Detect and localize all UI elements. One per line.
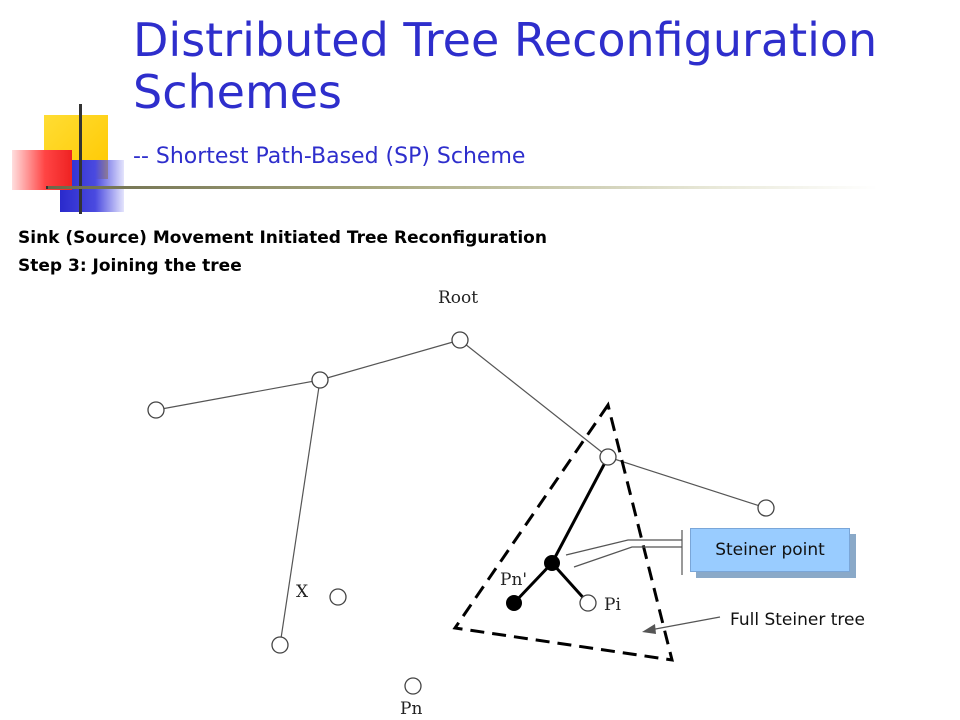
node-right — [599, 448, 617, 466]
node-x — [271, 636, 289, 654]
section-heading: Sink (Source) Movement Initiated Tree Re… — [18, 228, 547, 248]
deco-red-square — [12, 150, 72, 190]
full-steiner-arrow-head — [642, 624, 656, 634]
full-steiner-tree-label: Full Steiner tree — [730, 610, 865, 630]
page-subtitle: -- Shortest Path-Based (SP) Scheme — [133, 144, 526, 169]
title-underline — [48, 186, 878, 189]
edge-root-right — [459, 339, 609, 458]
node-root — [451, 331, 469, 349]
steiner-callout-connector — [565, 530, 683, 575]
tree-edges — [155, 339, 767, 646]
label-pn: Pn — [400, 699, 422, 719]
node-pn-prime — [506, 595, 522, 611]
label-x: X — [296, 582, 309, 602]
node-isolated — [329, 588, 347, 606]
step-heading: Step 3: Joining the tree — [18, 256, 242, 276]
edge-right-leaf — [607, 456, 767, 509]
label-root: Root — [438, 288, 478, 308]
steiner-point-label: Steiner point — [715, 540, 825, 560]
connector-line-lower — [573, 546, 682, 568]
steiner-edges — [512, 456, 610, 605]
connector-line-upper — [565, 539, 682, 556]
label-pn-prime: Pn' — [500, 570, 527, 590]
edge-steiner-pn — [512, 561, 554, 605]
full-steiner-tree-region — [452, 401, 675, 662]
node-steiner-point — [544, 555, 560, 571]
node-right-leaf — [757, 499, 775, 517]
deco-vertical-line — [79, 104, 82, 214]
node-pn — [404, 677, 422, 695]
node-pi — [579, 594, 597, 612]
label-pi: Pi — [604, 595, 621, 615]
edge-left-leaf — [155, 379, 321, 411]
steiner-point-callout: Steiner point — [690, 528, 850, 572]
edge-steiner-up — [550, 456, 610, 564]
tree-nodes — [147, 331, 775, 695]
edge-root-left — [319, 339, 461, 381]
full-steiner-arrow-line — [649, 616, 721, 631]
node-left-leaf — [147, 401, 165, 419]
edge-left-down — [279, 379, 321, 646]
edge-steiner-pi — [550, 561, 590, 605]
node-left — [311, 371, 329, 389]
page-title: Distributed Tree Reconfiguration Schemes — [133, 13, 878, 119]
